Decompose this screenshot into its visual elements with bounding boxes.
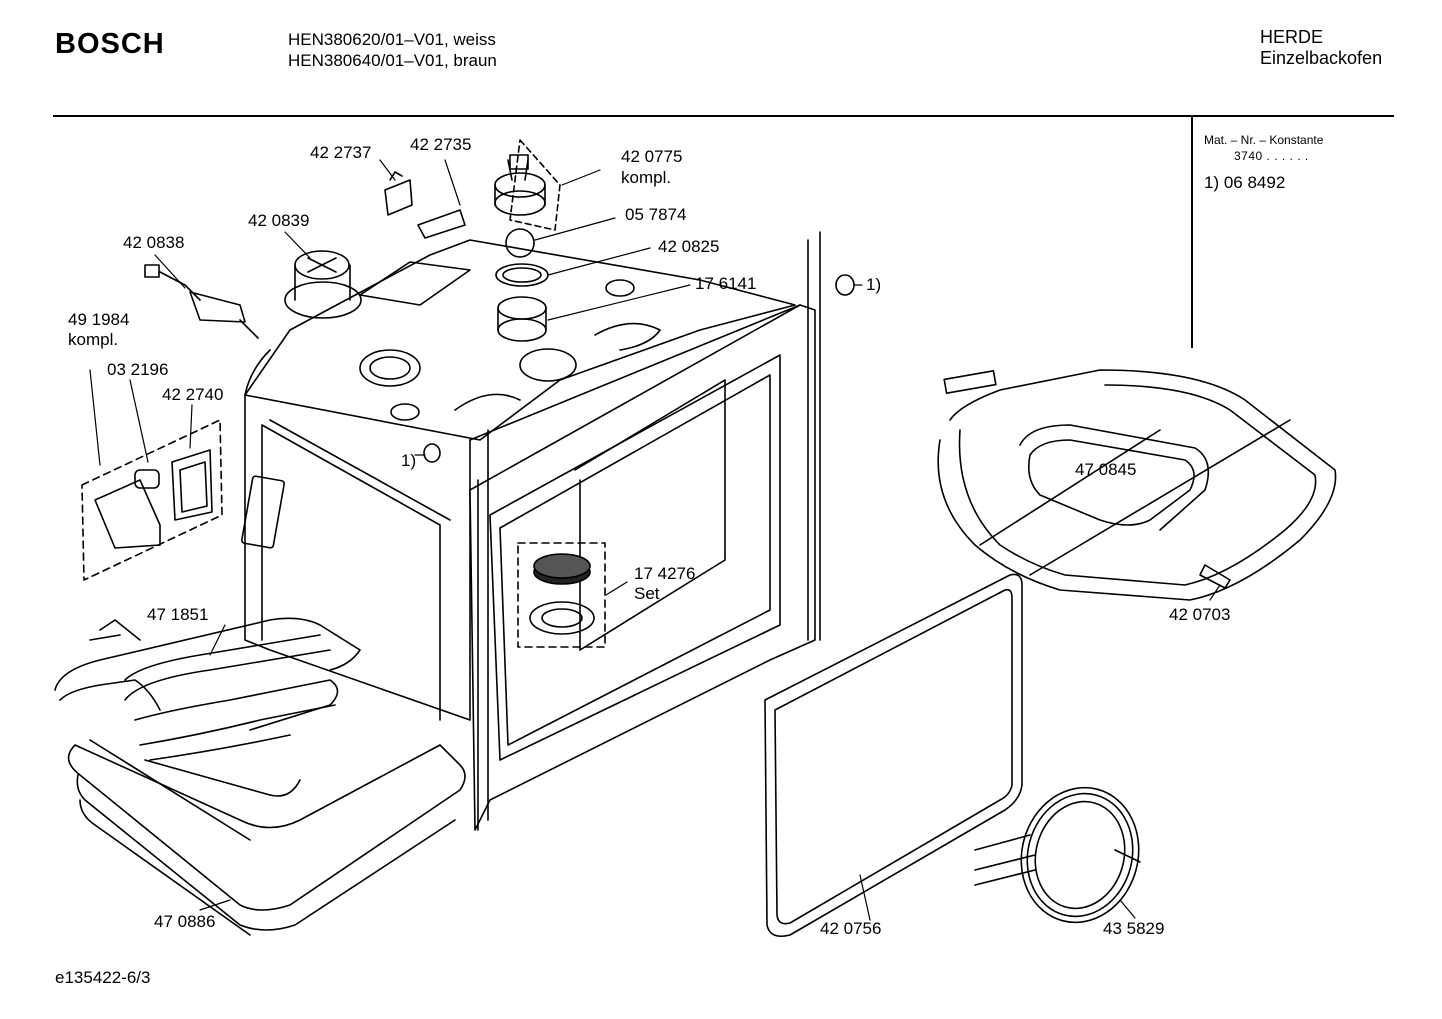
- mat-box-value: 1) 06 8492: [1204, 173, 1286, 192]
- part-491984-drawing: [81, 419, 223, 581]
- leader-lines: [89, 159, 1221, 921]
- part-label-176141: 17 6141: [695, 274, 757, 293]
- model-line-2: HEN380640/01–V01, braun: [288, 51, 497, 70]
- category: HERDE Einzelbackofen: [1260, 27, 1382, 69]
- part-label-471851: 47 1851: [147, 605, 209, 624]
- part-470845-drawing: [937, 369, 1337, 601]
- part-420756-drawing: [764, 573, 1023, 938]
- part-label-ref1-left: 1): [401, 451, 417, 470]
- mat-box-code: 3740 . . . . . .: [1234, 149, 1309, 163]
- part-ref1-drawing: [423, 274, 855, 463]
- part-label-174276: 17 4276: [634, 564, 696, 583]
- part-label-435829: 43 5829: [1103, 919, 1165, 938]
- brand-logo: BOSCH: [55, 28, 165, 60]
- part-420838-drawing: [144, 264, 259, 339]
- part-label-422740: 42 2740: [162, 385, 224, 404]
- oven-body: [241, 239, 801, 721]
- part-label-491984-note: kompl.: [68, 330, 119, 349]
- drawing-code: e135422-6/3: [55, 968, 151, 987]
- part-label-420775-note: kompl.: [621, 168, 672, 187]
- part-label-420756: 42 0756: [820, 919, 882, 938]
- part-label-420838: 42 0838: [123, 233, 185, 252]
- part-420775-drawing: [494, 139, 561, 342]
- part-label-ref1-right: 1): [866, 275, 882, 294]
- mat-box-divider: [1191, 117, 1193, 348]
- category-line-2: Einzelbackofen: [1260, 48, 1383, 68]
- part-label-422735: 42 2735: [410, 135, 472, 154]
- part-label-174276-note: Set: [634, 584, 660, 603]
- part-brackets-drawing: [384, 171, 466, 239]
- part-label-057874: 05 7874: [625, 205, 687, 224]
- part-label-422737: 42 2737: [310, 143, 372, 162]
- header-divider: [53, 115, 1394, 117]
- part-435829-drawing: [974, 786, 1141, 924]
- model-list: HEN380620/01–V01, weiss HEN380640/01–V01…: [288, 29, 497, 71]
- part-label-420775: 42 0775: [621, 147, 683, 166]
- model-line-1: HEN380620/01–V01, weiss: [288, 30, 496, 49]
- part-label-032196: 03 2196: [107, 360, 169, 379]
- mat-box-title: Mat. – Nr. – Konstante: [1204, 133, 1324, 147]
- part-label-470886: 47 0886: [154, 912, 216, 931]
- part-label-420839: 42 0839: [248, 211, 310, 230]
- part-label-491984: 49 1984: [68, 310, 130, 329]
- part-174276-drawing: [517, 542, 606, 648]
- part-470886-drawing: [67, 739, 466, 936]
- oven-front-frame: [469, 231, 821, 831]
- category-line-1: HERDE: [1260, 27, 1324, 47]
- part-471851-drawing: [54, 617, 361, 797]
- part-420839-drawing: [284, 250, 362, 319]
- part-label-420703: 42 0703: [1169, 605, 1231, 624]
- part-label-420825: 42 0825: [658, 237, 720, 256]
- part-label-470845: 47 0845: [1075, 460, 1137, 479]
